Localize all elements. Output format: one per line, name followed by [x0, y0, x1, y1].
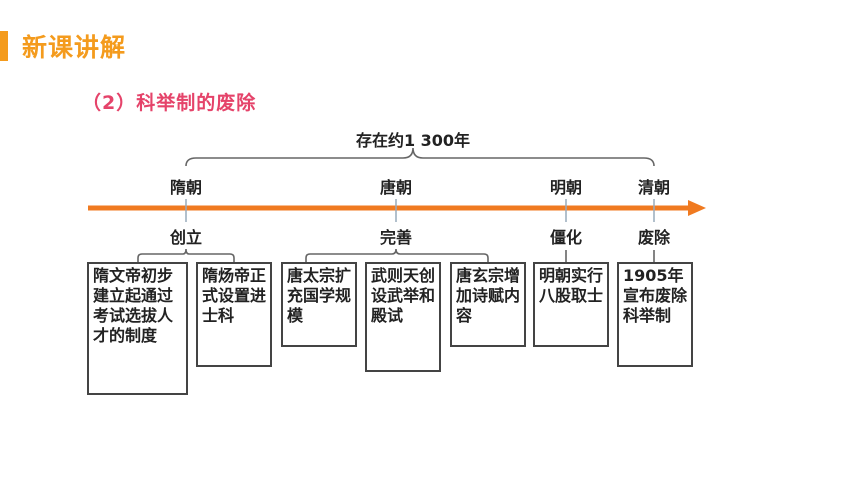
duration-brace [185, 147, 655, 167]
dynasty-ming: 明朝 [549, 178, 583, 197]
stage-chuangli: 创立 [169, 228, 203, 247]
box-sui-yangdi: 隋炀帝正式设置进士科 [196, 262, 272, 367]
box-tang-taizong: 唐太宗扩充国学规模 [281, 262, 357, 347]
brace-wanshan [305, 248, 489, 262]
duration-label: 存在约1 300年 [355, 131, 471, 150]
brace-chuangli [137, 248, 235, 262]
stage-feichu: 废除 [637, 228, 671, 247]
box-sui-wendi: 隋文帝初步建立起通过考试选拔人才的制度 [87, 262, 188, 395]
box-tang-xuanzong: 唐玄宗增加诗赋内容 [450, 262, 526, 347]
dynasty-sui: 隋朝 [169, 178, 203, 197]
box-ming-baguqushi: 明朝实行八股取士 [533, 262, 609, 347]
stage-jianghua: 僵化 [549, 228, 583, 247]
dynasty-qing: 清朝 [637, 178, 671, 197]
box-qing-feichu: 1905年宣布废除科举制 [617, 262, 693, 367]
dynasty-tang: 唐朝 [379, 178, 413, 197]
stage-wanshan: 完善 [379, 228, 413, 247]
timeline-arrowhead [688, 200, 706, 216]
subtitle: （2）科举制的废除 [82, 92, 257, 114]
box-wu-zetian: 武则天创设武举和殿试 [365, 262, 441, 372]
section-title: 新课讲解 [22, 33, 127, 62]
section-accent-bar [0, 31, 8, 61]
